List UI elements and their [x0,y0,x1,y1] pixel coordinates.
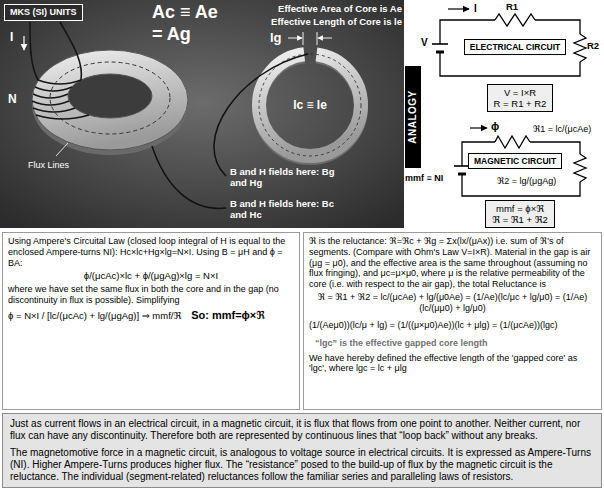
paragraph: Using Ampere's Circuital Law (closed loo… [8,236,294,268]
battery-symbol [436,51,444,54]
equation: V = I×R [494,87,547,98]
leader-line [56,143,68,156]
battery-symbol [458,173,466,176]
gap-dimension [318,38,332,39]
equation-box: mmf = ϕ×ℜℜ = ℜ1 + ℜ2 [485,200,554,229]
flow-arrow [470,127,487,128]
flow-arrow [448,9,487,128]
core-length-label: lc ≡ le [285,98,335,112]
flux-symbol: ϕ [491,120,499,133]
gapped-core [259,54,361,156]
flow-arrow [448,8,469,9]
battery-symbol [432,44,470,174]
gap-dimension [288,32,332,45]
resistor-label: R2 [587,40,599,51]
coil-winding [36,115,89,119]
coil-winding [33,108,75,112]
coil-winding [32,101,69,105]
current-arrow [24,36,25,50]
resistor-symbol [574,34,586,62]
coil-winding [33,94,68,98]
equation-box: V = I×RR = R1 + R2 [487,84,554,113]
units-box: MKS (SI) UNITS [4,4,83,21]
text-panel: Using Ampere's Circuital Law (closed loo… [2,232,300,410]
equation: ℜ = ℜ1 + ℜ2 = lc/(μcAe) + lg/(μ0Ae) = (1… [309,292,596,314]
equation: ℜ = ℜ1 + ℜ2 [492,214,547,225]
reluctance-label: ℜ1 = lc/(μcAe) [533,124,591,135]
core-note: Effective Length of Core is le [271,16,402,27]
flux-label: Flux Lines [28,160,69,171]
gapped-core [259,54,361,158]
resistor-symbol [495,14,535,26]
field-callout: B and H fields here: Bg and Hg [230,166,340,189]
coil-winding [30,22,38,80]
equation: mmf = ϕ×ℜ [492,203,547,214]
leader-line [152,146,226,208]
illustration-ground [0,0,404,228]
gap-dimension [303,32,304,45]
equation: ϕ = N×I / [lc/(μcAc) + lg/(μgAg)] ⇒ mmf/… [8,310,181,321]
result-equation: So: mmf=ϕ×ℜ [191,309,265,322]
analogy-label: ANALOGY [407,90,419,144]
current-symbol: I [10,30,13,44]
circuit-title: MAGNETIC CIRCUIT [474,156,556,166]
mmf-label: mmf ≡ NI [405,173,443,184]
gap-length-label: lg [270,30,282,46]
field-callout: B and H fields here: Bc and Hc [230,198,340,221]
units-title: MKS (SI) UNITS [10,7,77,18]
paragraph: We have hereby defined the effective len… [309,353,596,375]
gap-dimension [317,32,318,45]
equation: (1/(Aeμ0))(lc/μ + lg) = (1/((μ×μ0)Ae))(l… [309,320,557,331]
toroid-core [32,50,188,150]
flux-line [259,54,361,156]
illustration-panel: Ac ≡ Ae = Ag Effective Area of Core is Ae… [0,0,404,228]
resistor-symbol [495,136,530,148]
leader-line [214,54,308,176]
toroid-core [32,50,188,155]
side-note: “lgc” is the effective gapped core lengt… [315,338,488,349]
flux-line [259,54,361,156]
area-formula: Ac ≡ Ae = Ag [152,2,224,45]
illustration-ground [0,0,404,228]
gap-dimension [288,38,302,39]
circuit-title-box: MAGNETIC CIRCUIT [468,153,562,169]
equation: R = R1 + R2 [494,98,547,109]
circuit-wire [440,20,580,196]
flux-line [50,62,170,134]
coil-winding [60,22,81,80]
circuit-wire [440,20,580,76]
coil-winding [38,80,81,84]
leader-line [56,143,68,156]
equation: ϕ/(μcAc)×lc + ϕ/(μgAg)×lg = N×I [8,270,294,281]
paragraph: ℜ is the reluctance: ℜ=ℜc + ℜg = Σx(lx/(… [309,236,596,290]
coil-winding [35,87,72,91]
current-arrow [23,36,24,50]
voltage-symbol: V [421,37,428,49]
core-note: Effective Area of Core is Ae [278,3,402,14]
reluctance-label: ℜ2 = lg/(μgAg) [497,176,556,187]
resistor-label: R1 [506,1,518,12]
resistor-symbol [574,154,586,182]
paragraph: where we have set the same flux in both … [8,284,294,306]
note-panel: Just as current flows in an electrical c… [2,413,602,488]
circuit-title-box: ELECTRICAL CIRCUIT [464,39,567,55]
battery-symbol [432,43,448,45]
coil-winding [30,22,89,119]
analogy-band: ANALOGY [405,66,421,168]
paragraph: Just as current flows in an electrical c… [10,418,594,442]
current-symbol: I [474,3,477,15]
flux-line [50,62,170,134]
circuit-title: ELECTRICAL CIRCUIT [470,42,561,52]
text-panel: ℜ is the reluctance: ℜ=ℜc + ℜg = Σx(lx/(… [303,232,602,410]
circuit-wire [462,142,580,196]
turns-symbol: N [8,92,17,106]
paragraph: The magnetomotive force in a magnetic ci… [10,447,594,483]
